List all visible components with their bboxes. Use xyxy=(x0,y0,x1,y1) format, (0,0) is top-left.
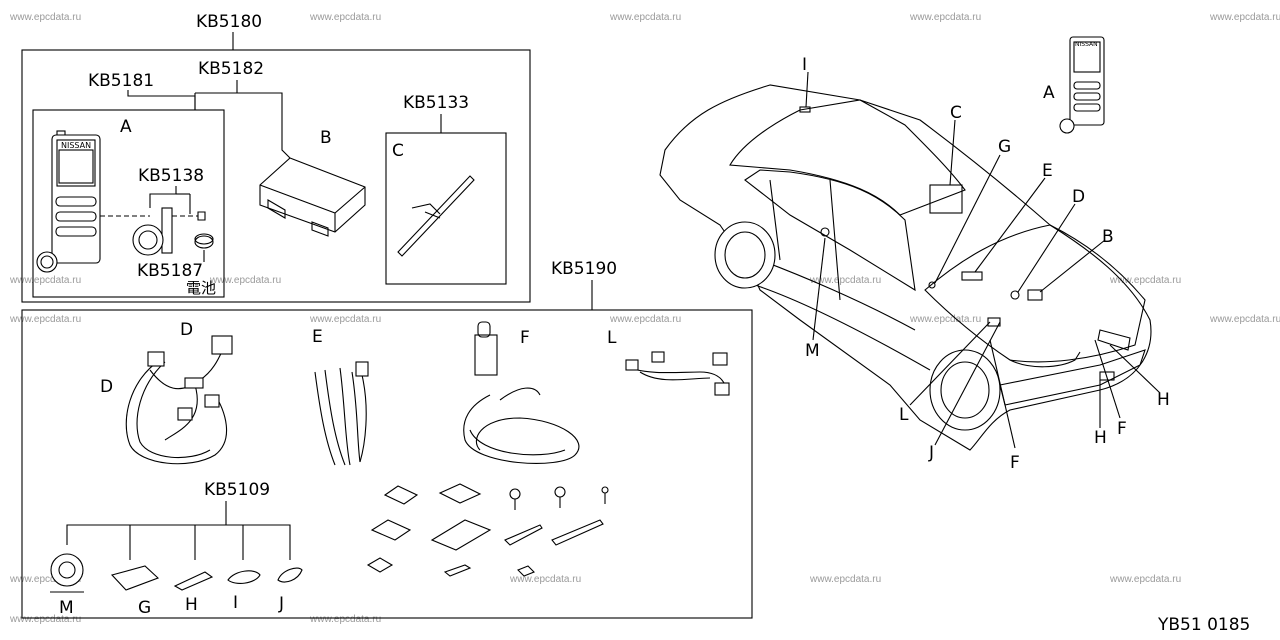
watermark: www.epcdata.ru xyxy=(1209,314,1280,325)
part-letter-j: J xyxy=(278,594,284,614)
kb5138-label: KB5138 xyxy=(138,166,204,186)
part-letter-g: G xyxy=(138,598,151,618)
remote-brand: NISSAN xyxy=(61,141,91,150)
kb5182-label: KB5182 xyxy=(198,59,264,79)
antenna-icon xyxy=(397,175,475,257)
sensor-f-icon xyxy=(463,321,580,464)
watermark: www.epcdata.ru xyxy=(809,574,881,585)
callout-l: L xyxy=(899,405,909,425)
watermark: www.epcdata.ru xyxy=(1109,275,1181,286)
pads-and-screws xyxy=(366,483,609,577)
part-letter-m: M xyxy=(59,598,74,618)
callout-c: C xyxy=(950,103,962,123)
part-letter-b: B xyxy=(320,128,332,148)
diagram-id: YB51 0185 xyxy=(1157,615,1250,635)
watermark: www.epcdata.ru xyxy=(1209,12,1280,23)
callout-g: G xyxy=(998,137,1011,157)
part-letter-h: H xyxy=(185,595,198,615)
watermark: www.epcdata.ru xyxy=(9,275,81,286)
watermark: www.epcdata.ru xyxy=(909,314,981,325)
watermark: www.epcdata.ru xyxy=(9,614,81,625)
battery-icon xyxy=(194,233,214,249)
callout-h: H xyxy=(1094,428,1107,448)
kb5190-group: KB5190 D D E F xyxy=(21,259,753,619)
callout-f: F xyxy=(1010,453,1020,473)
watermark: www.epcdata.ru xyxy=(609,12,681,23)
part-letter-f: F xyxy=(520,328,530,348)
watermark: www.epcdata.ru xyxy=(309,12,381,23)
watermarks: www.epcdata.ru www.epcdata.ru www.epcdat… xyxy=(9,12,1280,625)
kb5190-label: KB5190 xyxy=(551,259,617,279)
part-letter-i: I xyxy=(233,593,238,613)
watermark: www.epcdata.ru xyxy=(309,314,381,325)
callout-a: A xyxy=(1043,83,1055,103)
battery-label: 電池 xyxy=(186,279,216,297)
callout-i: I xyxy=(802,55,807,75)
kb5133-label: KB5133 xyxy=(403,93,469,113)
kb5180-group: KB5180 KB5181 A NISSAN KB5138 xyxy=(21,12,531,303)
watermark: www.epcdata.ru xyxy=(809,275,881,286)
callout-f: F xyxy=(1117,419,1127,439)
kb5109-label: KB5109 xyxy=(204,480,270,500)
callout-b: B xyxy=(1102,227,1114,247)
harness-e-icon xyxy=(314,361,369,466)
watermark: www.epcdata.ru xyxy=(1109,574,1181,585)
watermark: www.epcdata.ru xyxy=(609,314,681,325)
part-letter-c: C xyxy=(392,141,404,161)
part-letter-l: L xyxy=(607,328,617,348)
kb5133-frame xyxy=(385,132,507,285)
kb5181-label: KB5181 xyxy=(88,71,154,91)
kb5187-label: KB5187 xyxy=(137,261,203,281)
watermark: www.epcdata.ru xyxy=(9,12,81,23)
part-letter-d: D xyxy=(180,320,193,340)
watermark: www.epcdata.ru xyxy=(509,574,581,585)
kb5180-frame xyxy=(21,49,531,303)
callout-j: J xyxy=(928,443,934,463)
key-ring-icon xyxy=(132,207,206,256)
kb5109-parts xyxy=(50,553,303,593)
car-illustration: NISSAN xyxy=(659,36,1161,451)
harness-l-icon xyxy=(625,351,730,396)
watermark: www.epcdata.ru xyxy=(9,574,81,585)
part-letter-a: A xyxy=(120,117,132,137)
control-unit-icon xyxy=(259,157,366,237)
part-letter-d: D xyxy=(100,377,113,397)
callout-m: M xyxy=(805,341,820,361)
watermark: www.epcdata.ru xyxy=(9,314,81,325)
watermark: www.epcdata.ru xyxy=(209,275,281,286)
remote-brand: NISSAN xyxy=(1075,41,1098,48)
remote-key-icon: NISSAN xyxy=(1059,36,1105,134)
watermark: www.epcdata.ru xyxy=(309,614,381,625)
kb5180-label: KB5180 xyxy=(196,12,262,32)
watermark: www.epcdata.ru xyxy=(909,12,981,23)
harness-d-icon xyxy=(125,335,233,465)
remote-key-icon: NISSAN xyxy=(36,130,101,273)
callout-h: H xyxy=(1157,390,1170,410)
kb5181-frame xyxy=(32,109,225,298)
callout-e: E xyxy=(1042,161,1053,181)
part-letter-e: E xyxy=(312,327,323,347)
callout-d: D xyxy=(1072,187,1085,207)
kb5190-frame xyxy=(21,309,753,619)
